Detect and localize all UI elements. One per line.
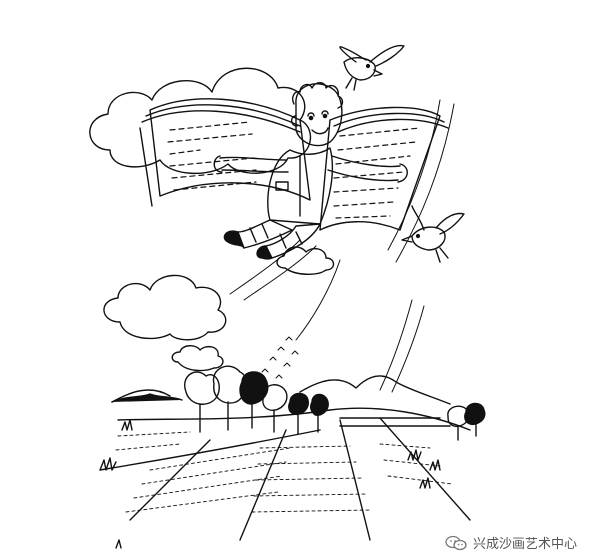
watermark: 兴成沙画艺术中心 bbox=[445, 533, 577, 552]
tree-row bbox=[184, 365, 486, 441]
motion-lines bbox=[229, 99, 455, 393]
wechat-icon bbox=[445, 535, 467, 550]
bird-upper bbox=[339, 44, 405, 91]
farm-fields bbox=[99, 407, 471, 549]
boy-figure bbox=[213, 82, 408, 260]
watermark-text: 兴成沙画艺术中心 bbox=[472, 537, 577, 552]
bird-right bbox=[401, 205, 465, 263]
bird-flock bbox=[261, 336, 299, 379]
distant-hills bbox=[111, 375, 451, 405]
cloud-lower-left bbox=[103, 274, 227, 341]
cloud-small-middle bbox=[276, 246, 335, 275]
cloud-small-hills bbox=[171, 345, 224, 372]
flying-book bbox=[139, 98, 449, 231]
cloud-upper bbox=[89, 67, 312, 174]
